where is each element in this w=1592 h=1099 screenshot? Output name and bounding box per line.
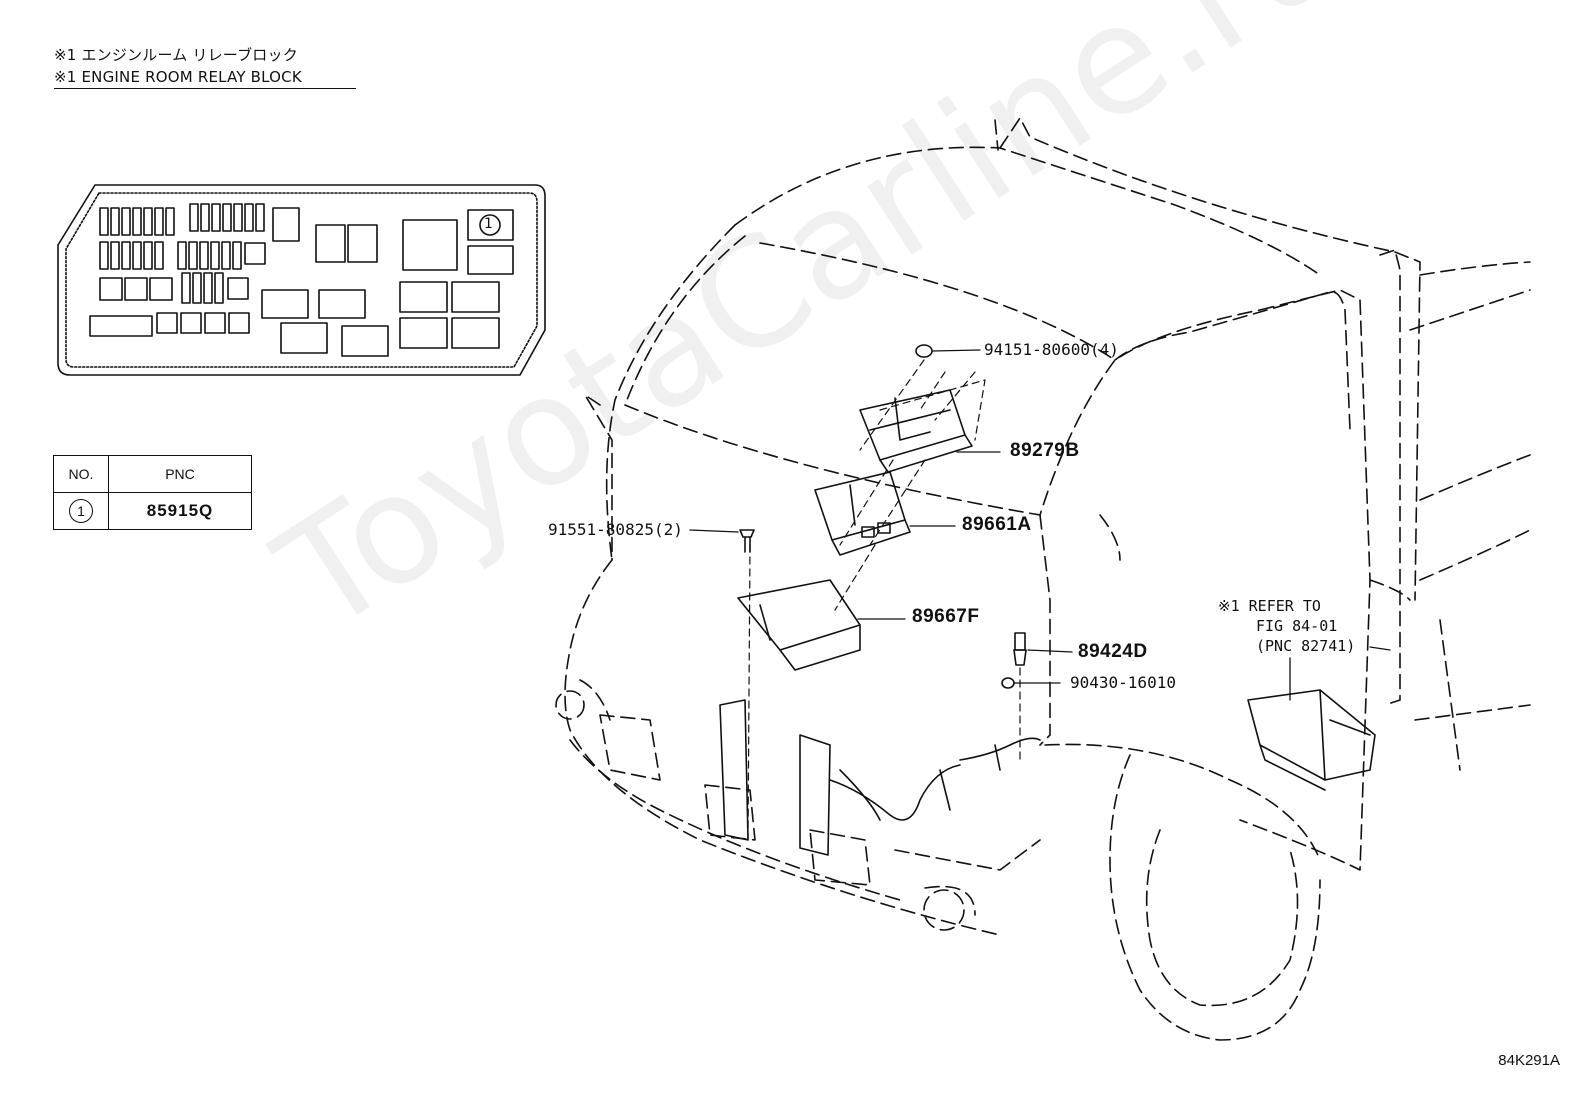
relay-block-callout: 1	[484, 216, 493, 232]
header-line-en: ※1 ENGINE ROOM RELAY BLOCK	[54, 66, 356, 89]
bracket-89279b-shape	[859, 389, 973, 473]
radiator-assembly	[719, 699, 1041, 856]
pnc-table: NO. PNC 1 85915Q	[53, 455, 252, 530]
label-bolt-91551[interactable]: 91551-80825(2)	[548, 520, 683, 539]
label-sensor-89424d[interactable]: 89424D	[1078, 641, 1148, 662]
pnc-row-no-cell: 1	[53, 492, 109, 530]
refer-line-2: FIG 84-01	[1256, 617, 1338, 635]
refer-line-1: ※1 REFER TO	[1218, 597, 1321, 615]
pnc-row-no: 1	[69, 499, 93, 523]
refer-note[interactable]: ※1 REFER TO FIG 84-01 (PNC 82741)	[1218, 596, 1355, 656]
label-nut-94151[interactable]: 94151-80600(4)	[984, 340, 1119, 359]
refer-line-3: (PNC 82741)	[1256, 637, 1356, 655]
label-bracket-89667f[interactable]: 89667F	[912, 606, 980, 627]
leader-lines	[689, 349, 1391, 701]
relay-box-82741-shape	[1247, 689, 1376, 791]
label-bracket-89279b[interactable]: 89279B	[1010, 440, 1080, 461]
assembly-lines	[747, 359, 1021, 841]
label-gasket-90430[interactable]: 90430-16010	[1070, 673, 1176, 692]
table-row: 1 85915Q	[53, 492, 252, 530]
truck-cab-outline	[555, 117, 1531, 1041]
figure-code: 84K291A	[1498, 1052, 1560, 1069]
ecu-89661a-shape	[814, 471, 911, 556]
bracket-89667f-shape	[737, 579, 861, 671]
pnc-row-value: 85915Q	[108, 492, 252, 530]
pnc-table-header-pnc: PNC	[108, 455, 252, 493]
pnc-table-header-no: NO.	[53, 455, 109, 493]
relay-block-diagram	[57, 184, 546, 376]
label-ecu-89661a[interactable]: 89661A	[962, 514, 1032, 535]
relay-block-header: ※1 エンジンルーム リレーブロック ※1 ENGINE ROOM RELAY …	[54, 44, 356, 89]
header-line-jp: ※1 エンジンルーム リレーブロック	[54, 46, 298, 64]
